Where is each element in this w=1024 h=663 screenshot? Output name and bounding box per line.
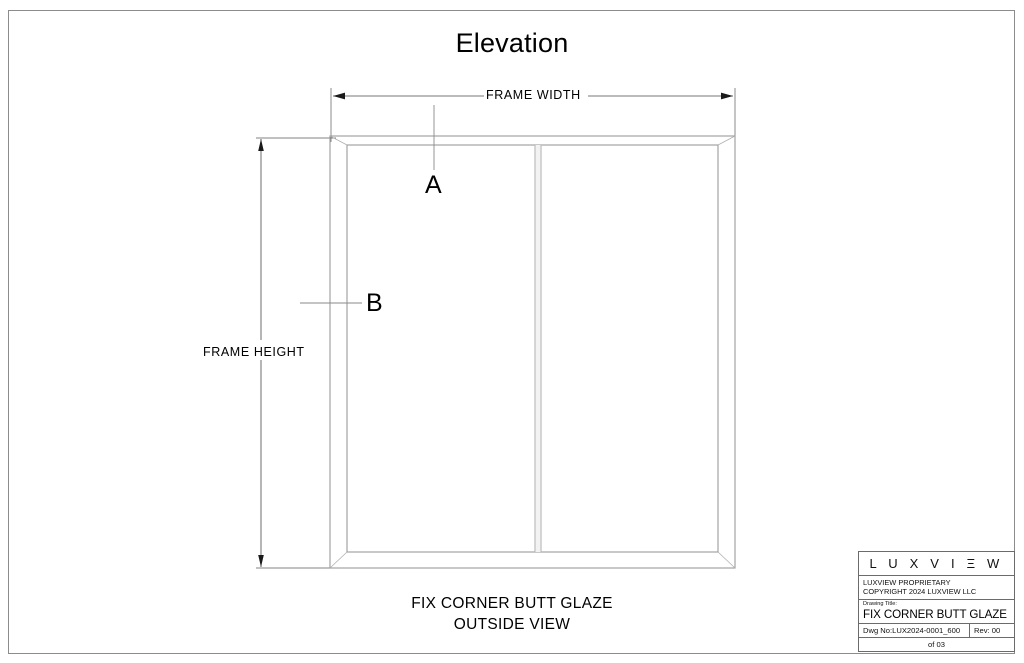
width-arrow-left <box>333 92 345 100</box>
title-block: L U X V I Ξ W LUXVIEW PROPRIETARY COPYRI… <box>858 551 1015 652</box>
proprietary-notice: LUXVIEW PROPRIETARY COPYRIGHT 2024 LUXVI… <box>859 576 1014 600</box>
drawing-number-row: Dwg No:LUX2024-0001_600 Rev: 00 <box>859 623 1014 638</box>
drawing-caption: FIX CORNER BUTT GLAZE OUTSIDE VIEW <box>0 593 1024 635</box>
sheet-number: of 03 <box>928 639 945 649</box>
frame-height-label: FRAME HEIGHT <box>203 345 305 359</box>
frame-outer-outline <box>329 135 736 569</box>
miter-bottom-left <box>329 551 348 569</box>
miter-top-left <box>329 135 348 146</box>
frame-inner-outline <box>346 144 719 553</box>
drawing-title-value: FIX CORNER BUTT GLAZE <box>863 607 1007 621</box>
callout-label-b: B <box>366 289 383 317</box>
caption-line-2: OUTSIDE VIEW <box>453 616 571 633</box>
page-title: Elevation <box>455 28 569 58</box>
miter-top-right <box>717 135 736 146</box>
frame-width-label: FRAME WIDTH <box>486 88 581 102</box>
miter-bottom-right <box>717 551 736 569</box>
drawing-title-cell: Drawing Title: FIX CORNER BUTT GLAZE <box>859 600 1014 624</box>
drawing-number: Dwg No:LUX2024-0001_600 <box>859 623 970 637</box>
glass-panel-right <box>541 145 718 552</box>
proprietary-line-1: LUXVIEW PROPRIETARY <box>863 578 951 587</box>
caption-line-1: FIX CORNER BUTT GLAZE <box>411 595 613 612</box>
sheet-border <box>8 10 1015 654</box>
proprietary-line-2: COPYRIGHT 2024 LUXVIEW LLC <box>863 587 977 597</box>
drawing-title-caption: Drawing Title: <box>863 600 897 607</box>
width-arrow-right <box>721 92 733 100</box>
butt-glaze-joint-fill <box>535 145 541 552</box>
revision-number: Rev: 00 <box>974 625 1001 635</box>
height-arrow-bottom <box>258 555 264 567</box>
height-arrow-top <box>258 139 264 151</box>
callout-label-a: A <box>425 171 442 199</box>
luxview-logo: L U X V I Ξ W <box>859 552 1014 576</box>
glass-panel-left <box>347 145 535 552</box>
